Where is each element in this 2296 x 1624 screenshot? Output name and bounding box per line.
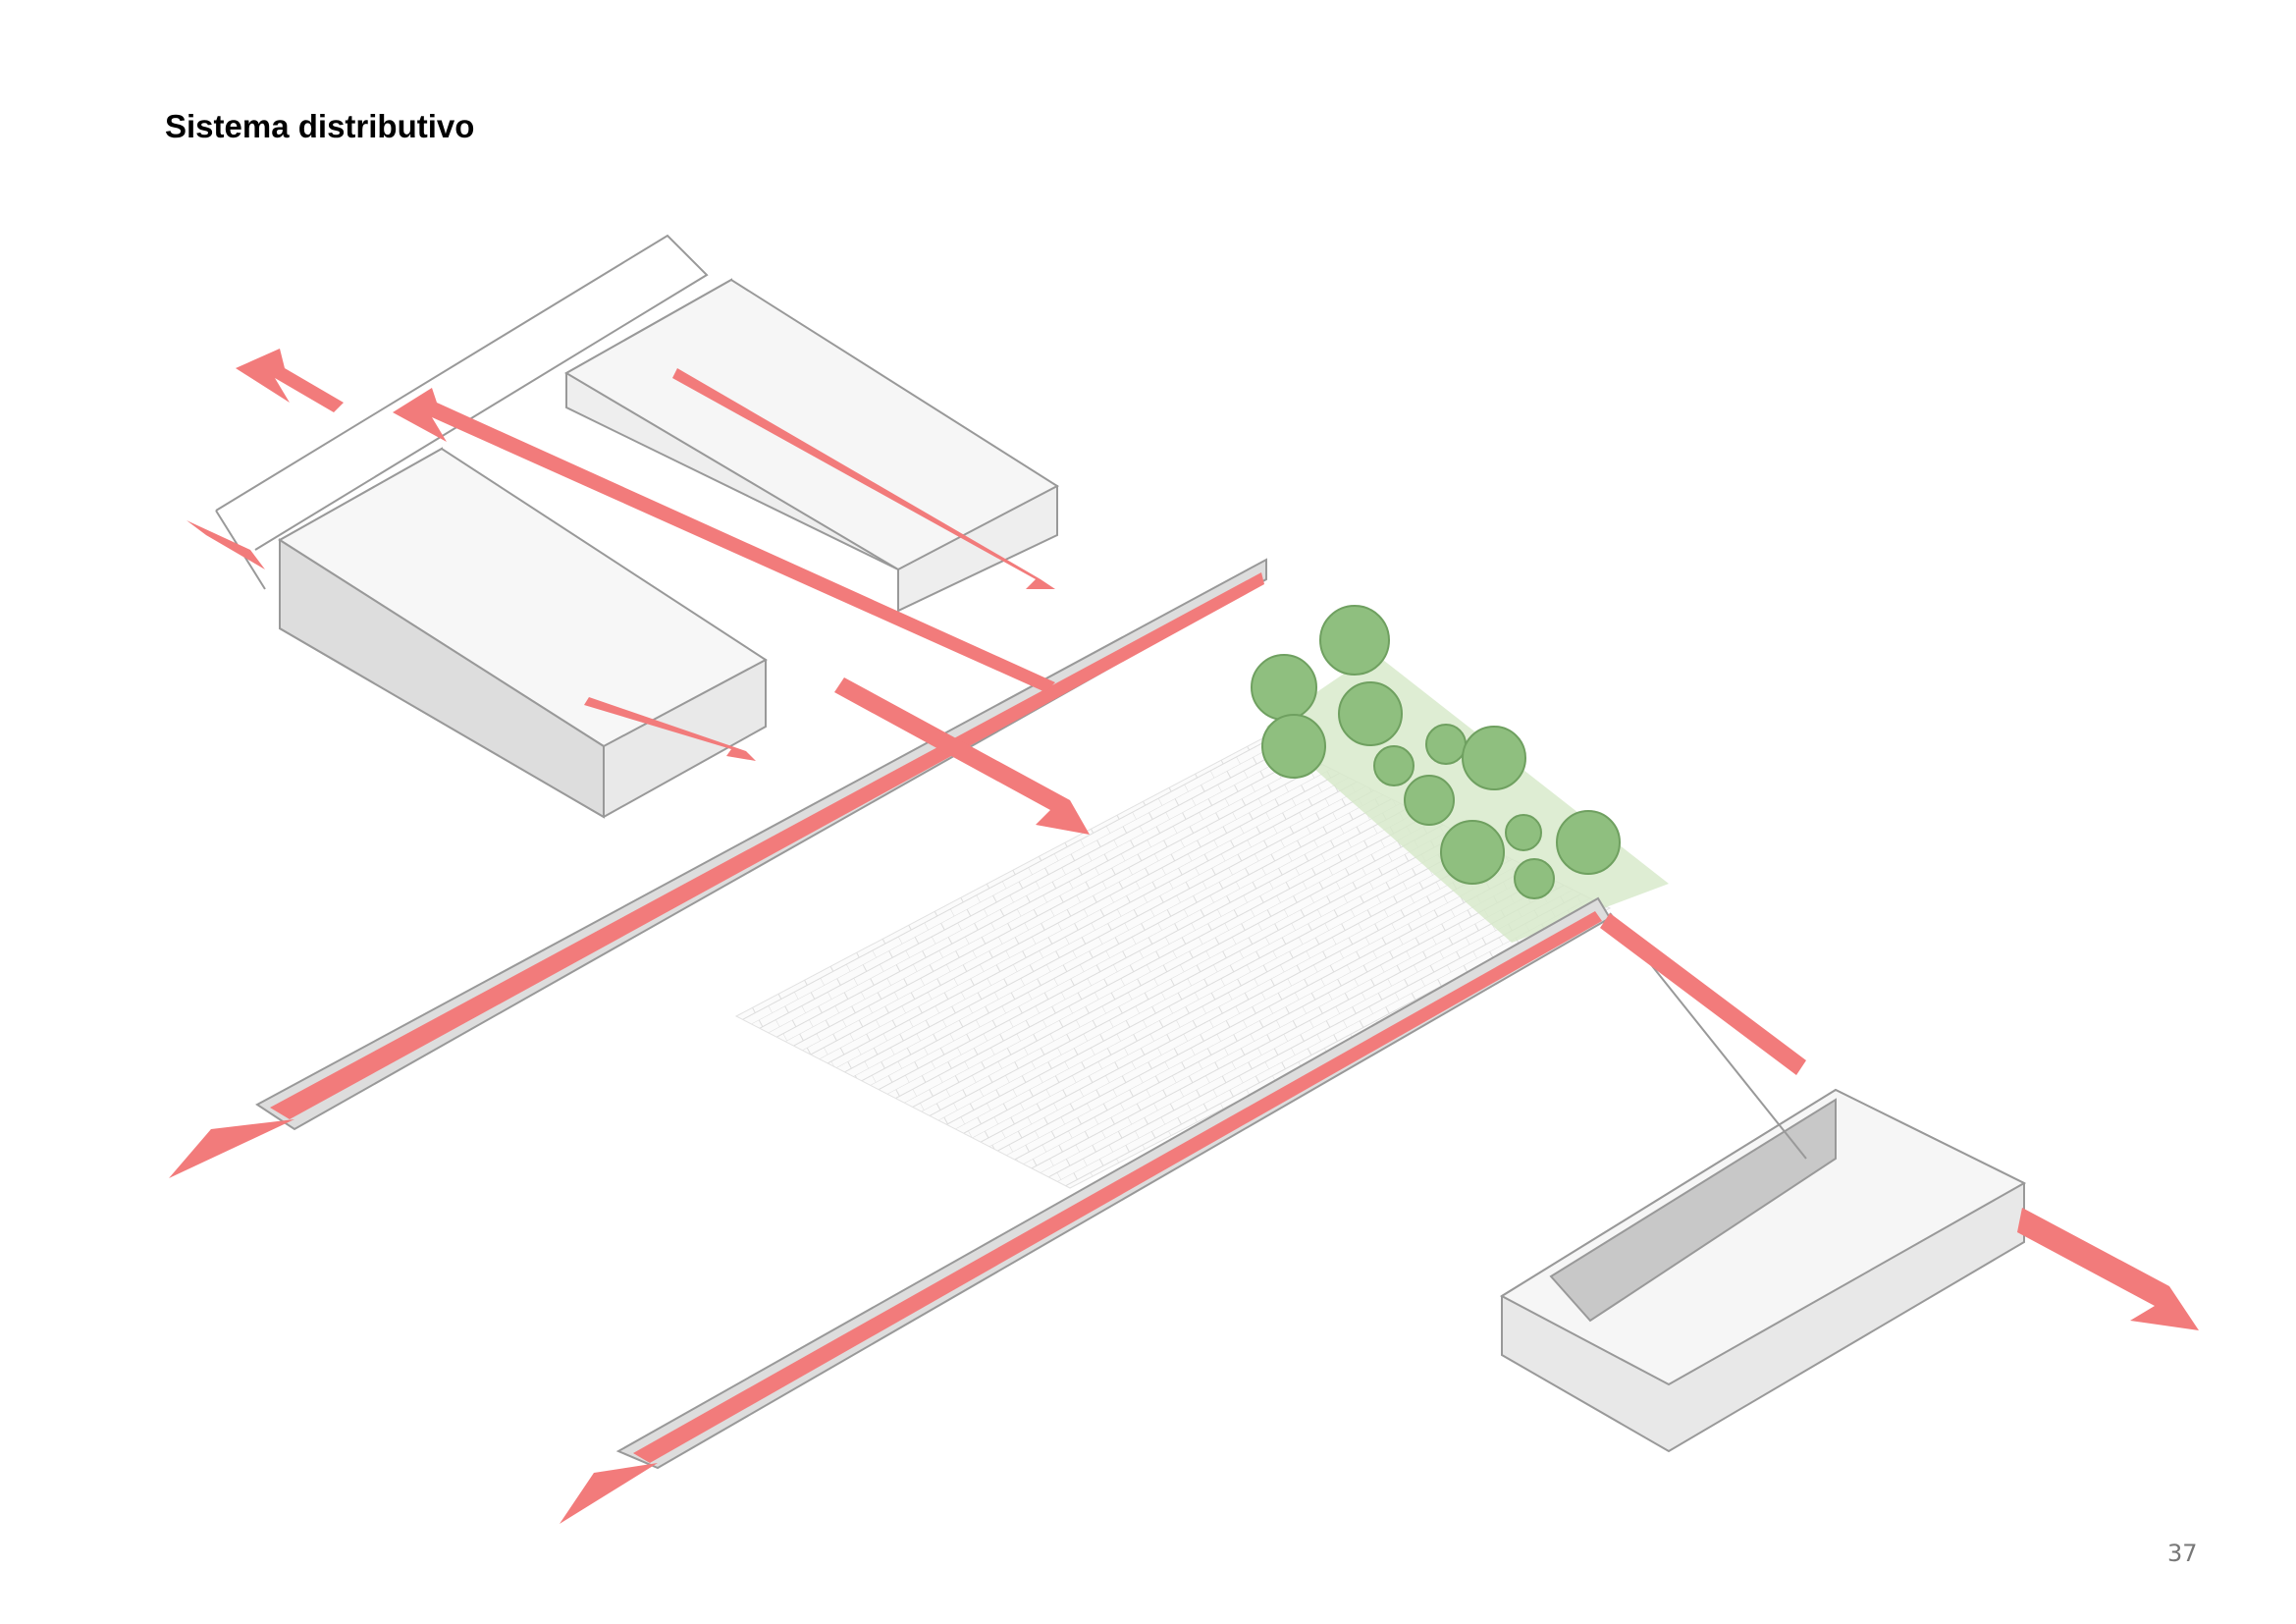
page-number: 37 xyxy=(2167,1540,2198,1567)
arrow-se-1 xyxy=(834,677,1090,835)
arrow-nw-1 xyxy=(236,349,344,412)
building-right xyxy=(1499,912,2027,1453)
arrow-se-3 xyxy=(584,697,756,761)
flow-arrows xyxy=(169,349,2199,1524)
paved-plaza xyxy=(734,735,1612,1189)
arrow-se-4 xyxy=(2017,1208,2199,1330)
building-upper xyxy=(215,234,1059,613)
arrow-ramp xyxy=(1600,913,1806,1075)
arrow-sw-2 xyxy=(560,1463,658,1524)
arrow-sw-1 xyxy=(169,1119,294,1178)
arrow-nw-3 xyxy=(187,520,265,569)
page-title: Sistema distributivo xyxy=(165,108,475,144)
arrow-se-2 xyxy=(672,368,1055,589)
arrow-nw-2 xyxy=(393,388,1055,692)
trees xyxy=(1251,605,1621,899)
building-lower xyxy=(278,447,768,819)
